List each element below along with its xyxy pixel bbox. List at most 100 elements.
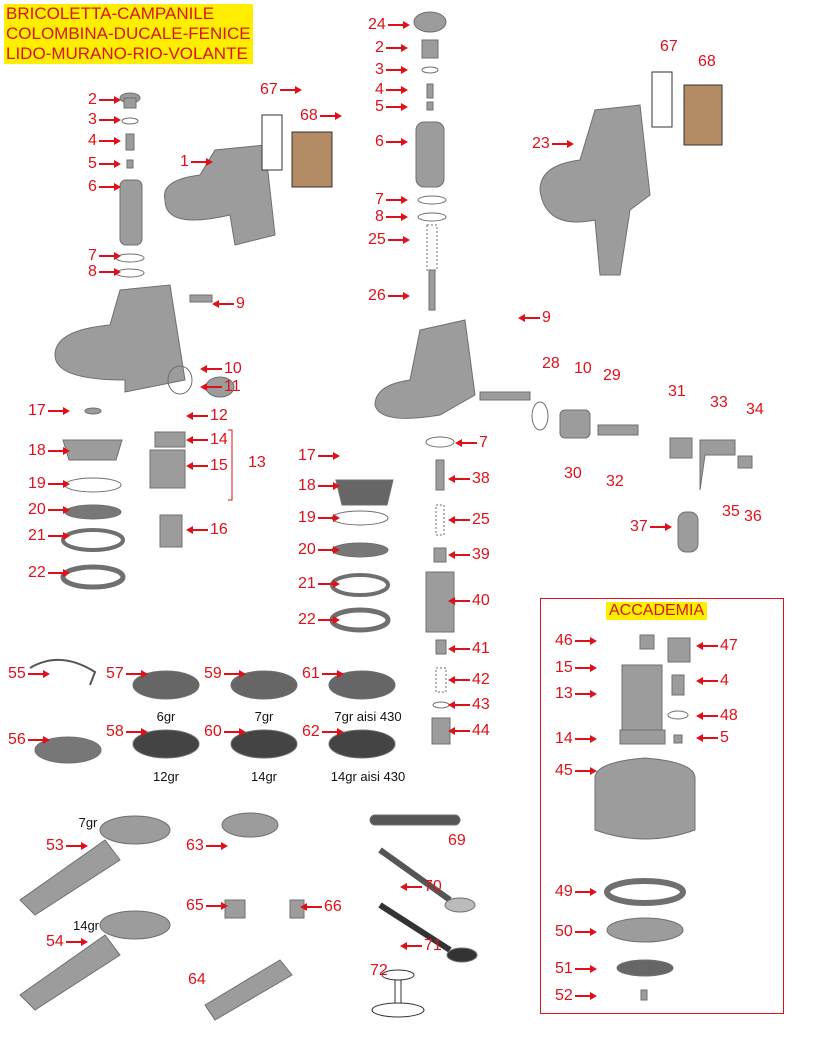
callout-number: 21	[298, 575, 316, 592]
part-17	[84, 407, 102, 415]
part-callout: 15	[555, 659, 597, 677]
arrow-icon	[98, 138, 121, 144]
part-callout: 56	[8, 731, 50, 749]
basket-label: 14gr aisi 430	[330, 769, 406, 784]
callout-number: 4	[88, 132, 97, 149]
callout-number: 32	[606, 473, 624, 490]
arrow-icon	[448, 598, 470, 604]
callout-number: 6	[88, 178, 97, 195]
callout-number: 13	[248, 454, 266, 471]
group-head-body-1	[163, 144, 276, 246]
callout-number: 71	[424, 937, 442, 954]
arrow-icon	[47, 570, 70, 576]
part-callout: 68	[698, 53, 716, 71]
callout-number: 67	[660, 38, 678, 55]
part-callout: 18	[28, 442, 70, 460]
arrow-icon	[448, 552, 470, 558]
part-callout: 39	[448, 546, 490, 564]
part-callout: 32	[606, 473, 624, 491]
part-callout: 47	[696, 637, 738, 655]
part-14c	[619, 729, 666, 745]
callout-number: 61	[302, 665, 320, 682]
part-22	[60, 564, 126, 590]
part-60	[230, 729, 298, 759]
part-6b	[415, 121, 445, 188]
part-49	[604, 878, 686, 906]
part-callout: 45	[555, 762, 597, 780]
part-7b	[417, 195, 447, 205]
arrow-icon	[98, 161, 121, 167]
callout-number: 11	[224, 378, 241, 395]
part-callout: 6	[375, 133, 408, 151]
part-callout: 53	[46, 837, 88, 855]
part-56	[34, 736, 102, 764]
part-callout: 4	[88, 132, 121, 150]
part-callout: 13	[248, 454, 266, 472]
arrow-icon	[27, 737, 50, 743]
part-callout: 67	[260, 81, 302, 99]
part-callout: 6	[88, 178, 121, 196]
callout-number: 21	[28, 527, 46, 544]
part-62	[328, 729, 396, 759]
part-callout: 17	[28, 402, 70, 420]
callout-number: 20	[28, 501, 46, 518]
callout-number: 48	[720, 707, 738, 724]
part-callout: 7	[455, 434, 488, 452]
spring-25	[426, 224, 438, 271]
callout-number: 7	[479, 434, 488, 451]
accademia-title: ACCADEMIA	[606, 602, 708, 620]
callout-number: 15	[210, 457, 228, 474]
callout-number: 62	[302, 723, 320, 740]
group-head-23	[539, 104, 651, 276]
arrow-icon	[125, 671, 148, 677]
spring-25b	[435, 504, 445, 536]
part-8b	[417, 212, 447, 222]
part-19b	[331, 510, 389, 526]
arrow-icon	[448, 476, 470, 482]
part-45	[594, 757, 696, 840]
part-callout: 50	[555, 923, 597, 941]
part-callout: 2	[375, 39, 408, 57]
part-54	[99, 910, 171, 940]
part-callout: 10	[200, 360, 242, 378]
arrow-icon	[385, 197, 408, 203]
part-callout: 43	[448, 696, 490, 714]
callout-number: 15	[555, 659, 573, 676]
part-43	[432, 701, 450, 709]
part-48	[667, 710, 689, 720]
part-callout: 1	[180, 153, 213, 171]
callout-number: 60	[204, 723, 222, 740]
arrow-icon	[448, 728, 470, 734]
callout-number: 66	[324, 898, 342, 915]
group-head-body-2	[374, 319, 476, 419]
callout-number: 22	[28, 564, 46, 581]
callout-number: 36	[744, 508, 762, 525]
callout-number: 5	[88, 155, 97, 172]
part-callout: 46	[555, 632, 597, 650]
part-callout: 11	[200, 378, 241, 396]
part-callout: 20	[28, 501, 70, 519]
part-callout: 7	[88, 247, 121, 265]
part-5b	[426, 101, 434, 111]
part-15c	[621, 664, 663, 731]
part-callout: 22	[28, 564, 70, 582]
callout-number: 56	[8, 731, 26, 748]
part-37	[677, 511, 699, 553]
part-46	[639, 634, 655, 650]
arrow-icon	[98, 184, 121, 190]
basket-label: 14gr	[250, 769, 278, 784]
arrow-icon	[212, 301, 234, 307]
callout-number: 24	[368, 16, 386, 33]
part-24	[413, 11, 447, 33]
part-callout: 9	[212, 295, 245, 313]
arrow-icon	[574, 665, 597, 671]
callout-number: 4	[375, 81, 384, 98]
part-callout: 16	[186, 521, 228, 539]
arrow-icon	[317, 453, 340, 459]
callout-number: 6	[375, 133, 384, 150]
gasket-68b	[683, 84, 723, 146]
part-callout: 3	[375, 61, 408, 79]
part-9	[189, 294, 213, 303]
part-29	[559, 409, 591, 439]
